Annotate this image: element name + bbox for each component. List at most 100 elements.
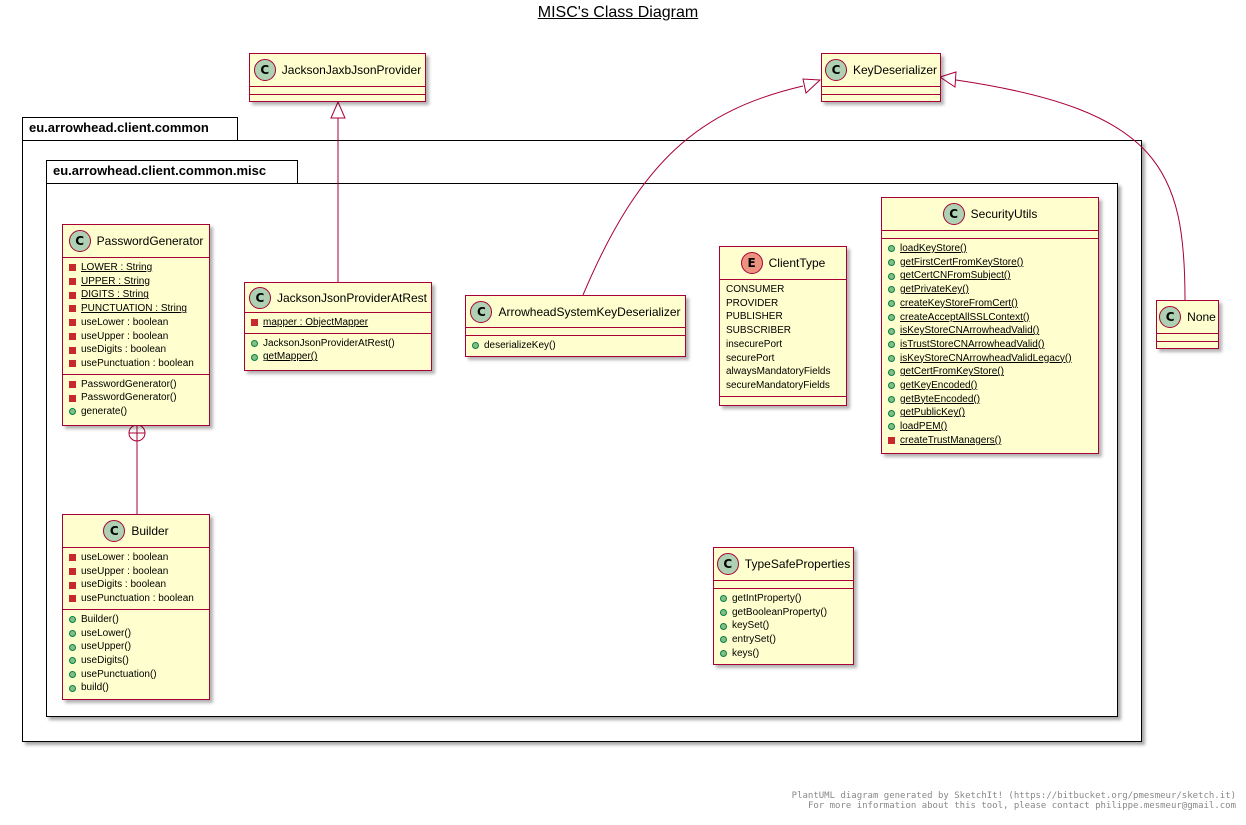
class-key-deserializer[interactable]: C KeyDeserializer <box>821 53 941 102</box>
class-name: KeyDeserializer <box>852 63 938 77</box>
private-visibility-icon <box>251 319 258 327</box>
public-visibility-icon <box>720 609 727 617</box>
member-text: build() <box>81 682 109 694</box>
package-tab-outer: eu.arrowhead.client.common <box>22 117 238 141</box>
private-visibility-icon <box>69 291 76 299</box>
public-visibility-icon <box>888 300 895 308</box>
class-name: None <box>1187 310 1216 324</box>
member-text: getPublicKey() <box>900 407 966 419</box>
class-stereotype-icon: C <box>1159 306 1182 328</box>
member-row: loadPEM() <box>888 420 1092 434</box>
private-visibility-icon <box>69 568 76 576</box>
class-type-safe-properties[interactable]: C TypeSafeProperties getIntProperty()get… <box>713 547 854 665</box>
member-row: PUNCTUATION : String <box>69 302 203 316</box>
enum-value: PUBLISHER <box>726 311 783 323</box>
class-name: Builder <box>131 524 169 538</box>
class-name: SecurityUtils <box>970 207 1038 221</box>
member-row: createAcceptAllSSLContext() <box>888 311 1092 325</box>
member-row: getIntProperty() <box>720 592 847 606</box>
method-list: Builder()useLower()useUpper()useDigits()… <box>63 610 209 698</box>
member-row: JacksonJsonProviderAtRest() <box>251 337 425 351</box>
inheritance-arrowhead-arrowhead-deserializer <box>802 78 822 94</box>
enum-value: SUBSCRIBER <box>726 325 792 337</box>
public-visibility-icon <box>69 629 76 637</box>
class-jackson-json-provider-at-rest[interactable]: C JacksonJsonProviderAtRest mapper : Obj… <box>244 282 432 371</box>
member-text: keys() <box>732 647 760 659</box>
class-name: PasswordGenerator <box>96 234 204 248</box>
member-text: useDigits : boolean <box>81 344 167 356</box>
footer-line-1: PlantUML diagram generated by SketchIt! … <box>791 791 1236 801</box>
member-row: getPrivateKey() <box>888 283 1092 297</box>
member-row: getFirstCertFromKeyStore() <box>888 256 1092 270</box>
method-list: JacksonJsonProviderAtRest() getMapper() <box>245 334 431 367</box>
public-visibility-icon <box>888 409 895 417</box>
member-row: isKeyStoreCNArrowheadValidLegacy() <box>888 352 1092 366</box>
package-tab-inner: eu.arrowhead.client.common.misc <box>46 160 298 184</box>
public-visibility-icon <box>888 382 895 390</box>
member-row: useLower() <box>69 627 203 641</box>
member-text: createAcceptAllSSLContext() <box>900 311 1030 323</box>
class-stereotype-icon: C <box>824 59 847 81</box>
member-text: LOWER : String <box>81 262 153 273</box>
public-visibility-icon <box>69 408 76 416</box>
member-text: createKeyStoreFromCert() <box>900 297 1018 309</box>
member-row: useDigits : boolean <box>69 578 203 592</box>
member-row: entrySet() <box>720 633 847 647</box>
member-row: keys() <box>720 647 847 661</box>
private-visibility-icon <box>69 394 76 402</box>
enum-stereotype-icon: E <box>740 252 763 274</box>
public-visibility-icon <box>69 657 76 665</box>
member-text: JacksonJsonProviderAtRest() <box>263 337 395 349</box>
member-text: getCertCNFromSubject() <box>900 270 1011 282</box>
public-visibility-icon <box>69 616 76 624</box>
private-visibility-icon <box>888 437 895 445</box>
class-security-utils[interactable]: C SecurityUtils loadKeyStore()getFirstCe… <box>881 197 1099 454</box>
private-visibility-icon <box>69 264 76 272</box>
member-text: PasswordGenerator() <box>81 378 177 390</box>
member-text: getPrivateKey() <box>900 284 969 296</box>
public-visibility-icon <box>888 245 895 253</box>
method-list: PasswordGenerator() PasswordGenerator() ge… <box>63 375 209 422</box>
member-row: usePunctuation : boolean <box>69 357 203 371</box>
inheritance-arrowhead-jackson <box>330 100 346 119</box>
member-text: loadPEM() <box>900 421 948 433</box>
package-label-outer: eu.arrowhead.client.common <box>29 120 209 135</box>
member-row: getMapper() <box>251 350 425 364</box>
class-arrowhead-system-key-deserializer[interactable]: C ArrowheadSystemKeyDeserializer deseria… <box>465 295 686 357</box>
inheritance-line-arrowhead-deserializer <box>582 85 804 296</box>
member-text: useDigits() <box>81 654 129 666</box>
member-row: getCertFromKeyStore() <box>888 365 1092 379</box>
private-visibility-icon <box>69 581 76 589</box>
class-name: JacksonJsonProviderAtRest <box>276 290 428 305</box>
public-visibility-icon <box>720 650 727 658</box>
enum-value: PROVIDER <box>726 297 779 309</box>
member-row: usePunctuation() <box>69 668 203 682</box>
enum-value: secureMandatoryFields <box>726 379 830 391</box>
member-row: useUpper : boolean <box>69 565 203 579</box>
class-jackson-jaxb-json-provider[interactable]: C JacksonJaxbJsonProvider <box>249 53 426 102</box>
member-row: DIGITS : String <box>69 288 203 302</box>
class-none[interactable]: C None <box>1156 300 1219 349</box>
member-text: PasswordGenerator() <box>81 392 177 404</box>
member-row: build() <box>69 681 203 695</box>
member-row: usePunctuation : boolean <box>69 592 203 606</box>
member-text: isKeyStoreCNArrowheadValidLegacy() <box>900 352 1072 364</box>
member-row: UPPER : String <box>69 275 203 289</box>
field-list: mapper : ObjectMapper <box>245 313 431 334</box>
member-text: mapper : ObjectMapper <box>263 317 369 328</box>
member-text: useUpper() <box>81 641 132 653</box>
public-visibility-icon <box>888 272 895 280</box>
member-text: getIntProperty() <box>732 593 802 604</box>
public-visibility-icon <box>888 354 895 362</box>
public-visibility-icon <box>69 684 76 692</box>
member-text: generate() <box>81 406 128 418</box>
public-visibility-icon <box>720 595 727 603</box>
method-list: deserializeKey() <box>466 336 685 356</box>
member-text: getMapper() <box>263 351 318 363</box>
member-text: DIGITS : String <box>81 289 149 301</box>
